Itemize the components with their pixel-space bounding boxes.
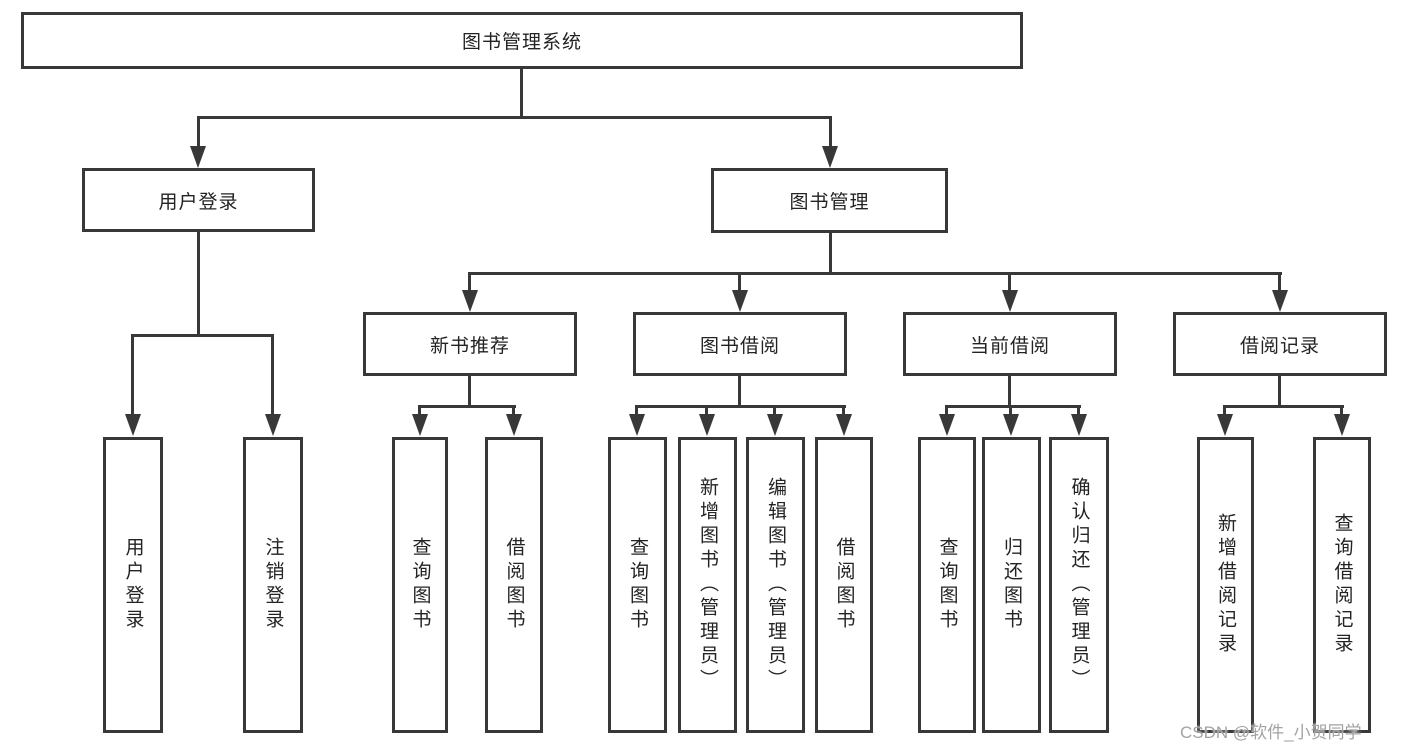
connector-line: [1278, 376, 1281, 407]
connector-line: [512, 405, 515, 417]
arrow-down-icon: [1217, 414, 1233, 436]
connector-line: [1278, 272, 1281, 292]
connector-line: [468, 376, 471, 407]
connector-line: [1223, 405, 1344, 408]
arrow-down-icon: [629, 414, 645, 436]
leaf-borrow-books: 借阅图书: [815, 437, 873, 733]
connector-line: [418, 405, 516, 408]
arrow-down-icon: [699, 414, 715, 436]
arrow-down-icon: [767, 414, 783, 436]
connector-line: [635, 405, 846, 408]
connector-line: [418, 405, 421, 417]
node-label: 借阅记录: [1239, 335, 1320, 357]
arrow-down-icon: [939, 414, 955, 436]
leaf-add-books-admin: 新增图书（管理员）: [678, 437, 737, 733]
arrow-down-icon: [412, 414, 428, 436]
connector-line: [738, 376, 741, 407]
connector-line: [197, 116, 832, 119]
node-label: 图书管理系统: [461, 32, 582, 53]
leaf-add-borrow-record: 新增借阅记录: [1197, 437, 1254, 733]
connector-line: [520, 69, 523, 118]
arrow-down-icon: [1003, 414, 1019, 436]
leaf-user-login: 用户登录: [103, 437, 163, 733]
arrow-down-icon: [1272, 290, 1288, 312]
arrow-down-icon: [1071, 414, 1087, 436]
connector-line: [1008, 272, 1011, 292]
connector-line: [829, 233, 832, 275]
connector-line: [1340, 405, 1343, 417]
connector-line: [1009, 405, 1012, 417]
connector-line: [773, 405, 776, 417]
node-label: 图书管理: [789, 192, 870, 213]
connector-line: [738, 272, 741, 292]
watermark: CSDN @软件_小贺同学: [1180, 723, 1362, 742]
connector-line: [1223, 405, 1226, 417]
connector-line: [271, 334, 274, 416]
leaf-query-books-borrow: 查询图书: [608, 437, 667, 733]
node-borrow-records: 借阅记录: [1173, 312, 1387, 376]
connector-line: [705, 405, 708, 417]
connector-line: [945, 405, 948, 417]
arrow-down-icon: [265, 414, 281, 436]
node-book-borrow: 图书借阅: [633, 312, 847, 376]
connector-line: [131, 334, 274, 337]
node-new-book-recommend: 新书推荐: [363, 312, 577, 376]
leaf-logout: 注销登录: [243, 437, 303, 733]
connector-line: [1008, 376, 1011, 407]
node-book-management: 图书管理: [711, 168, 948, 233]
node-label: 用户登录: [158, 191, 239, 213]
connector-line: [842, 405, 845, 417]
leaf-query-books-current: 查询图书: [918, 437, 976, 733]
connector-line: [945, 405, 1081, 408]
arrow-down-icon: [1002, 290, 1018, 312]
arrow-down-icon: [506, 414, 522, 436]
connector-line: [197, 232, 200, 336]
arrow-down-icon: [836, 414, 852, 436]
node-root-library-system: 图书管理系统: [21, 12, 1023, 69]
connector-line: [131, 334, 134, 416]
connector-line: [468, 272, 1282, 275]
node-current-borrow: 当前借阅: [903, 312, 1117, 376]
leaf-return-books: 归还图书: [982, 437, 1041, 733]
node-user-login: 用户登录: [82, 168, 315, 232]
arrow-down-icon: [190, 146, 206, 168]
connector-line: [635, 405, 638, 417]
arrow-down-icon: [822, 146, 838, 168]
node-label: 新书推荐: [429, 335, 510, 357]
arrow-down-icon: [732, 290, 748, 312]
leaf-query-books-recommend: 查询图书: [392, 437, 448, 733]
node-label: 当前借阅: [969, 335, 1050, 357]
connector-line: [197, 116, 200, 149]
leaf-edit-books-admin: 编辑图书（管理员）: [746, 437, 805, 733]
leaf-borrow-books-recommend: 借阅图书: [485, 437, 543, 733]
arrow-down-icon: [1334, 414, 1350, 436]
node-label: 图书借阅: [699, 335, 780, 357]
connector-line: [468, 272, 471, 292]
leaf-query-borrow-record: 查询借阅记录: [1313, 437, 1371, 733]
arrow-down-icon: [125, 414, 141, 436]
connector-line: [1077, 405, 1080, 417]
leaf-confirm-return-admin: 确认归还（管理员）: [1049, 437, 1109, 733]
arrow-down-icon: [462, 290, 478, 312]
connector-line: [829, 116, 832, 149]
